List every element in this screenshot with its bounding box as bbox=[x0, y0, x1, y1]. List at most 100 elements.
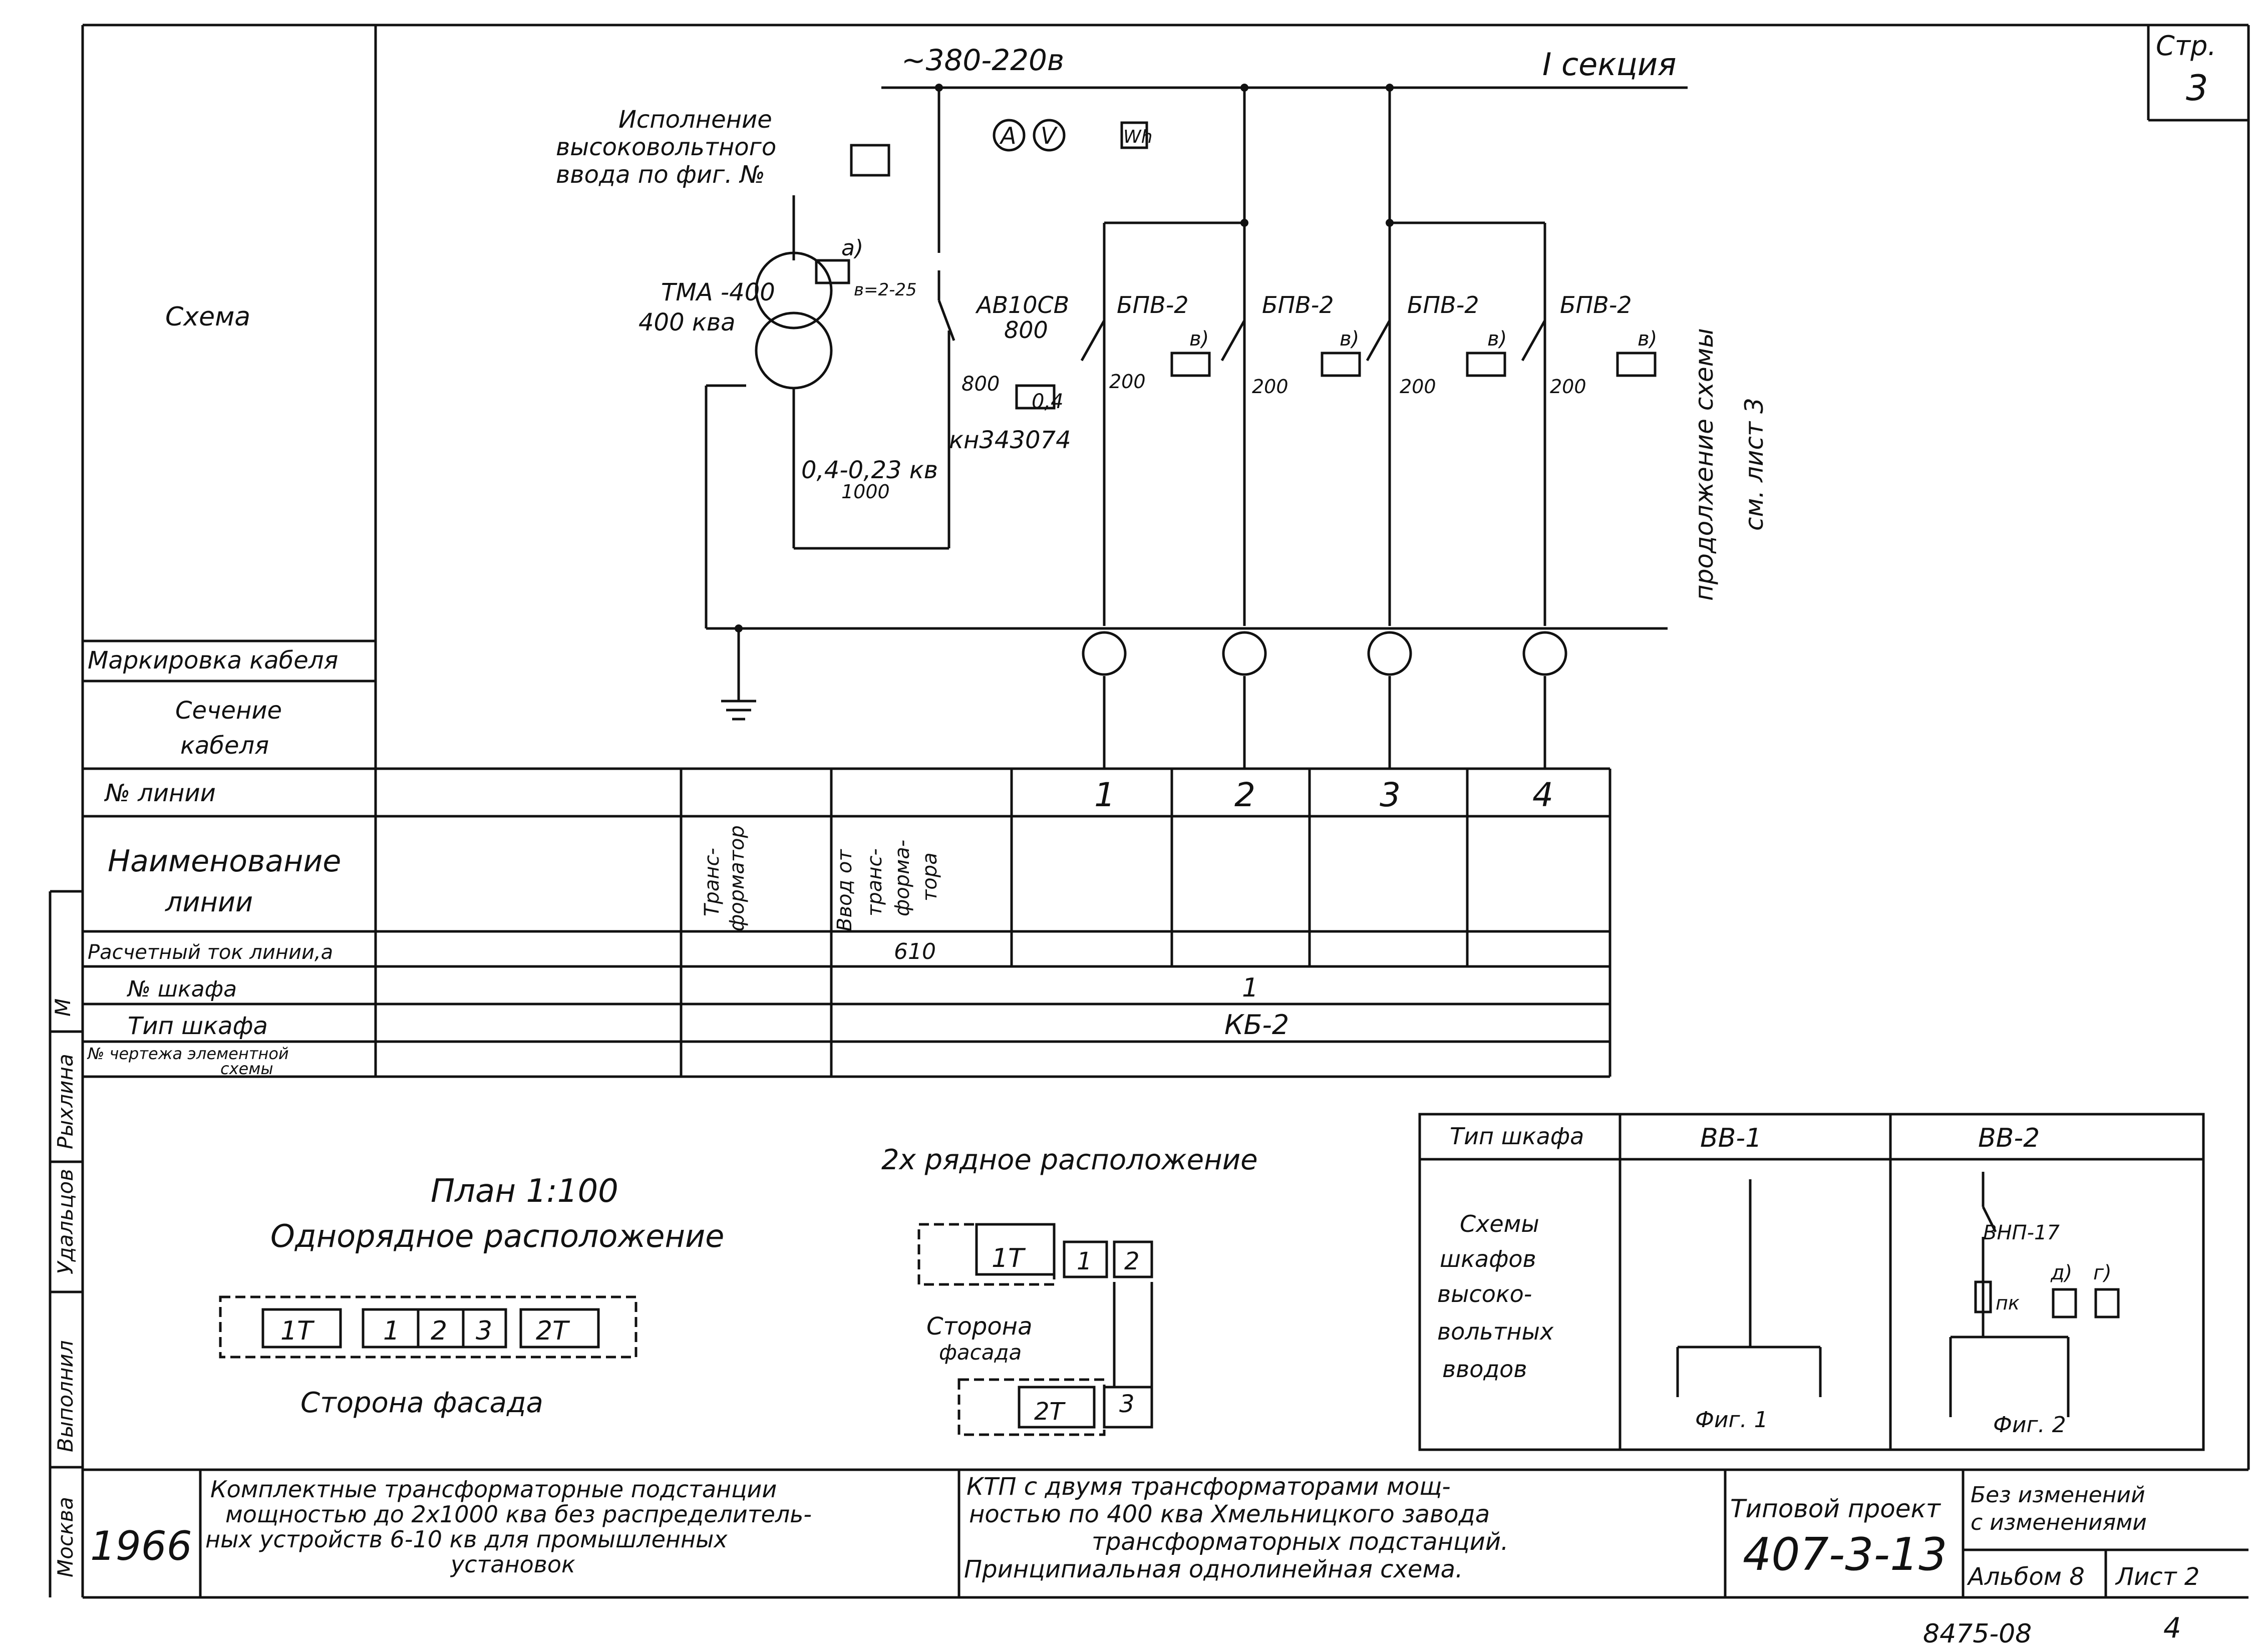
feeder-3-label: БПВ-2 bbox=[1407, 291, 1479, 318]
feeder-3-note: в) bbox=[1487, 327, 1507, 351]
hv-schemes-1: Схемы bbox=[1460, 1210, 1539, 1237]
row-scheme: Схема bbox=[165, 302, 250, 332]
feeder-2-label: БПВ-2 bbox=[1262, 291, 1334, 318]
transformer-side: в=2-25 bbox=[854, 280, 917, 300]
double-top-2: 2 bbox=[1124, 1247, 1140, 1275]
stamp-label-1: М bbox=[51, 999, 75, 1017]
double-top-1: 1 bbox=[1077, 1247, 1092, 1275]
stamp-label-2: Рыхлина bbox=[53, 1054, 78, 1149]
row-cable-marking: Маркировка кабеля bbox=[88, 646, 338, 675]
breaker-value-1: 800 bbox=[961, 373, 1000, 396]
title-middle-2: ностью по 400 ква Хмельницкого завода bbox=[969, 1500, 1490, 1528]
line-number-4: 4 bbox=[1532, 776, 1553, 814]
facade-double-2: фасада bbox=[939, 1340, 1022, 1365]
row-line-no: № линии bbox=[104, 779, 216, 807]
row-drawing-no-1: № чертежа элементной bbox=[87, 1044, 289, 1063]
vnp-label: ВНП-17 bbox=[1983, 1221, 2060, 1244]
title-middle-3: трансформаторных подстанций. bbox=[1092, 1528, 1508, 1556]
input-column-3: форма- bbox=[891, 840, 914, 916]
hv-schemes-4: вольтных bbox=[1437, 1318, 1554, 1345]
stamp-label-4: Выполнил bbox=[53, 1340, 78, 1452]
single-row-cell-2t: 2Т bbox=[536, 1316, 570, 1346]
feeder-4-rating: 200 bbox=[1550, 376, 1586, 398]
title-left-2: мощностью до 2х1000 ква без распределите… bbox=[225, 1501, 812, 1528]
changes-1: Без изменений bbox=[1971, 1482, 2145, 1508]
feeder-4-label: БПВ-2 bbox=[1560, 291, 1632, 318]
single-row-cell-1: 1 bbox=[383, 1316, 400, 1346]
hv-schemes-2: шкафов bbox=[1440, 1245, 1536, 1272]
album: Альбом 8 bbox=[1967, 1563, 2085, 1591]
year: 1966 bbox=[90, 1523, 192, 1569]
page-number: 3 bbox=[2186, 68, 2208, 109]
feeder-2-rating: 200 bbox=[1252, 376, 1288, 398]
row-line-name-2: линии bbox=[165, 886, 253, 918]
meter-wattmeter: Wh bbox=[1123, 127, 1152, 147]
transformer-note: а) bbox=[841, 235, 863, 261]
feeder-3-rating: 200 bbox=[1400, 376, 1436, 398]
breaker-1: АВ10СВ bbox=[975, 291, 1069, 318]
feeder-2-note: в) bbox=[1340, 327, 1359, 351]
pk-label: пк bbox=[1996, 1292, 2020, 1314]
continuation-1: продолжение схемы bbox=[1690, 328, 1719, 601]
row-drawing-no-2: схемы bbox=[220, 1059, 273, 1078]
continuation-2: см. лист 3 bbox=[1740, 398, 1769, 531]
transformer-column-2: форматор bbox=[726, 825, 749, 931]
stamp-label-3: Удальцов bbox=[53, 1169, 78, 1274]
kn-label: кн343074 bbox=[949, 426, 1071, 454]
title-middle-1: КТП с двумя трансформаторами мощ- bbox=[966, 1473, 1451, 1501]
hv-type-label: Тип шкафа bbox=[1450, 1123, 1584, 1150]
feeder-1-note: в) bbox=[1189, 327, 1209, 351]
row-line-name-1: Наименование bbox=[108, 844, 341, 879]
input-column-2: транс- bbox=[863, 848, 886, 916]
meter-ammeter: A bbox=[999, 122, 1016, 149]
double-bottom-2t: 2Т bbox=[1034, 1398, 1066, 1426]
transformer-column-1: Транс- bbox=[701, 848, 724, 916]
row-cabinet-type: Тип шкафа bbox=[128, 1012, 268, 1040]
cabinet-number-value: 1 bbox=[1242, 973, 1258, 1003]
row-cable-section-2: кабеля bbox=[180, 732, 269, 760]
title-left-3: ных устройств 6-10 кв для промышленных bbox=[205, 1526, 728, 1553]
breaker-value-2: 0,4 bbox=[1032, 390, 1064, 413]
plan-facade-single: Сторона фасада bbox=[300, 1387, 543, 1419]
double-bottom-3: 3 bbox=[1119, 1390, 1135, 1418]
hv-type-2: ВВ-2 bbox=[1978, 1123, 2040, 1153]
feeder-4-note: в) bbox=[1638, 327, 1657, 351]
ct-1: 0,4-0,23 кв bbox=[801, 456, 938, 484]
current-value: 610 bbox=[894, 939, 936, 964]
cabinet-type-value: КБ-2 bbox=[1224, 1009, 1289, 1041]
single-row-cell-2: 2 bbox=[431, 1316, 447, 1346]
plan-double-row: 2х рядное расположение bbox=[881, 1144, 1258, 1176]
title-left-1: Комплектные трансформаторные подстанции bbox=[210, 1476, 777, 1503]
input-column-1: Ввод от bbox=[833, 849, 856, 931]
row-cable-section-1: Сечение bbox=[175, 697, 282, 725]
hv-schemes-3: высоко- bbox=[1437, 1280, 1532, 1307]
hv-schemes-5: вводов bbox=[1442, 1356, 1527, 1383]
footer-code: 8475-08 bbox=[1923, 1619, 2032, 1649]
hv-type-1: ВВ-1 bbox=[1700, 1123, 1762, 1153]
hv-note-2: г) bbox=[2093, 1261, 2112, 1284]
line-number-2: 2 bbox=[1234, 776, 1255, 814]
row-cabinet-no: № шкафа bbox=[126, 976, 237, 1002]
row-current: Расчетный ток линии,а bbox=[88, 941, 333, 964]
project-label: Типовой проект bbox=[1730, 1494, 1942, 1523]
changes-2: с изменениями bbox=[1971, 1510, 2147, 1535]
footer-page: 4 bbox=[2163, 1612, 2181, 1644]
hv-input-3: ввода по фиг. № bbox=[556, 161, 765, 189]
stamp-label-5: Москва bbox=[53, 1497, 78, 1577]
transformer-1: ТМА -400 bbox=[661, 278, 775, 306]
breaker-2: 800 bbox=[1004, 316, 1048, 344]
sheet: Лист 2 bbox=[2115, 1563, 2199, 1591]
plan-single-row: Однорядное расположение bbox=[270, 1218, 724, 1254]
single-row-cell-1t: 1Т bbox=[280, 1316, 315, 1346]
title-left-4: установок bbox=[450, 1551, 575, 1578]
line-number-3: 3 bbox=[1380, 776, 1401, 814]
feeder-1-label: БПВ-2 bbox=[1117, 291, 1189, 318]
line-number-1: 1 bbox=[1094, 776, 1115, 814]
fig-1: Фиг. 1 bbox=[1695, 1407, 1768, 1433]
fig-2: Фиг. 2 bbox=[1993, 1412, 2066, 1438]
project-number: 407-3-13 bbox=[1743, 1528, 1948, 1581]
page-number-label: Стр. bbox=[2156, 30, 2216, 62]
meter-voltmeter: V bbox=[1041, 122, 1058, 149]
plan-title: План 1:100 bbox=[431, 1173, 618, 1210]
